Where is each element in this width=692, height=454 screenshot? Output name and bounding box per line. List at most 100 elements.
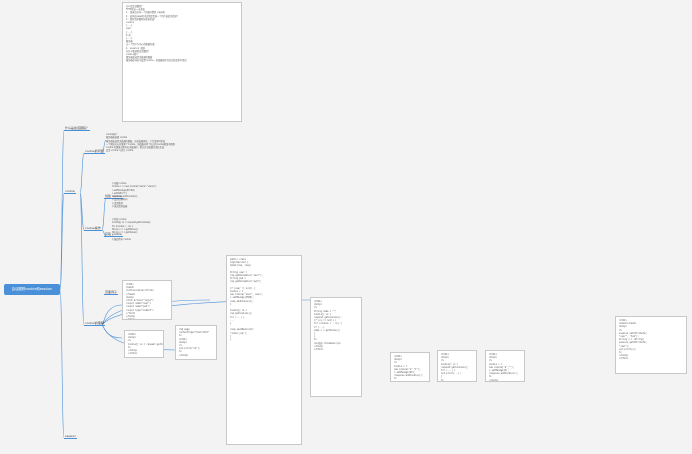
text-line: // 创建 cookie bbox=[112, 182, 127, 185]
text-line: <body> bbox=[128, 336, 136, 340]
text-line: "index.jsp"); bbox=[230, 331, 248, 335]
text-line: if (cs != null) { bbox=[314, 319, 337, 323]
text-line: <body> bbox=[441, 356, 449, 360]
text-line: </body> bbox=[489, 378, 499, 382]
text-line: Cookie[] cs = request.getCookies(); bbox=[128, 342, 163, 346]
text-line: <title>cookie</title> bbox=[126, 289, 154, 293]
topic-session[interactable]: session bbox=[64, 434, 78, 439]
text-line: response.addCookie(c); bbox=[489, 372, 518, 376]
text-line: cookie 的键值对保存在浏览器中，默认在浏览器关闭后失效 bbox=[106, 146, 165, 150]
text-line: } bbox=[230, 338, 232, 342]
text-line: for (...) { bbox=[230, 315, 245, 319]
text-line: resp.sendRedirect( bbox=[230, 328, 254, 332]
text-line: if (...) bbox=[314, 325, 325, 329]
text-line: </head> bbox=[126, 292, 136, 296]
text-line: session.getAttribute( bbox=[619, 341, 647, 345]
text-line: <head> bbox=[126, 286, 134, 290]
text-line: <% bbox=[314, 306, 317, 310]
text-line: <form action="login"> bbox=[126, 299, 154, 303]
text-line: 2. 如何在page页中识别是否同一个用户发起的请求？ bbox=[126, 14, 179, 18]
text-line: new Cookie("a","1"); bbox=[394, 367, 421, 371]
text-line: cookie简介 bbox=[106, 133, 118, 136]
note-page-html: <html><head><title>cookie</title></head>… bbox=[122, 280, 172, 320]
text-line: } bbox=[230, 322, 232, 326]
text-line: </html> bbox=[619, 357, 629, 361]
text-line: <% bbox=[489, 359, 492, 363]
topic-cookie[interactable]: cookie bbox=[64, 189, 76, 194]
topic-page-example[interactable]: 页面例子 bbox=[104, 290, 119, 295]
text-line: <html> bbox=[314, 300, 322, 303]
text-line: out.print(...); bbox=[441, 372, 461, 376]
text-line: String name = ""; bbox=[314, 309, 337, 313]
text-line: c.setMaxAge(60); bbox=[394, 371, 416, 375]
text-line: <body> bbox=[489, 356, 497, 360]
text-line: 3. 所有请求都带有登录状态？ bbox=[126, 17, 157, 21]
text-line: <head></head> bbox=[619, 322, 637, 326]
text-line: 服务器端创建 cookie bbox=[106, 136, 127, 140]
topic-get-cookie[interactable]: 获取 cookie bbox=[104, 232, 123, 237]
text-line: <% bbox=[128, 339, 131, 343]
text-line: } bbox=[441, 375, 443, 379]
text-line: 以一个用户为中心的数据存储 bbox=[126, 43, 155, 47]
text-line: 一个网站可以存储多个cookie，浏览器对单个站点的cookie数量有限制 bbox=[106, 142, 175, 146]
text-line: {...} bbox=[126, 30, 133, 34]
note-mid-jsp: <html><body><%String name = "";Cookie[] … bbox=[310, 297, 362, 397]
root-topic[interactable]: 会话跟踪cookie和session bbox=[4, 284, 60, 295]
text-line: </body> bbox=[394, 381, 426, 382]
text-line: <html> bbox=[619, 319, 627, 322]
text-line: %> bbox=[179, 334, 182, 338]
text-line: 服务器在响应中设置cookie，浏览器保存并在后续请求中带回 bbox=[126, 59, 187, 63]
text-line: %> bbox=[489, 375, 492, 379]
topic-cookie-problem[interactable]: cookie的问题 bbox=[84, 149, 105, 154]
text-line: req.getParameter("user"); bbox=[230, 274, 263, 278]
text-line: req.getParameter("pwd"); bbox=[230, 280, 262, 284]
text-line: 8 的 bbox=[126, 33, 131, 37]
text-line: %> bbox=[128, 345, 131, 349]
text-line: req.getCookies(); bbox=[230, 312, 253, 316]
text-line: String user = bbox=[230, 270, 248, 274]
text-line: %> bbox=[619, 351, 622, 355]
text-line: c.setMaxAge(3600); bbox=[230, 296, 254, 300]
text-line: doGet(req, resp) bbox=[230, 264, 252, 268]
text-line: for (...) { bbox=[441, 369, 456, 373]
text-line: } bbox=[314, 335, 316, 339]
text-line: } bbox=[230, 334, 232, 338]
text-line: new Cookie("user", user); bbox=[230, 293, 263, 297]
text-line: {...} bbox=[126, 24, 133, 28]
topic-cookie-ops[interactable]: cookie操作 bbox=[84, 226, 102, 231]
text-line: ... bbox=[230, 318, 234, 322]
text-line: Cookie c = bbox=[394, 364, 408, 368]
text-line: </html> bbox=[126, 318, 136, 320]
text-line: "user", "tom"); bbox=[619, 335, 639, 339]
text-line: <html> bbox=[489, 353, 497, 356]
text-line: name = c.getValue(); bbox=[314, 328, 341, 332]
note-right-2: <html><body><%Cookie[] cs =request.getCo… bbox=[437, 350, 477, 382]
topic-what-is-session-tracking[interactable]: 什么是会话跟踪？ bbox=[64, 126, 91, 131]
text-line: </form> bbox=[126, 311, 136, 315]
topic-create-cookie[interactable]: 创建 cookie bbox=[104, 194, 123, 199]
text-line: {...} bbox=[126, 37, 133, 41]
text-line: String pwd = bbox=[230, 277, 246, 281]
text-line: request.getCookies(); bbox=[314, 316, 342, 320]
text-line: </body> bbox=[619, 354, 629, 358]
topic-cookie-understanding[interactable]: cookie的理解 bbox=[84, 321, 105, 326]
text-line: // 遍历所有 cookie bbox=[112, 237, 131, 241]
text-line: <html> bbox=[441, 353, 449, 356]
text-line: out.print(u); bbox=[619, 347, 637, 351]
text-line: </body> bbox=[179, 353, 189, 357]
text-line: <html> bbox=[128, 333, 136, 336]
text-line: c.setMaxAge(0); bbox=[489, 369, 509, 373]
text-line: <p>欢迎 <%=name%></p> bbox=[314, 341, 341, 345]
text-line: LoginServlet { bbox=[230, 261, 249, 265]
text-line: <body> bbox=[619, 325, 627, 329]
note-right-3: <html><body><%Cookie c =new Cookie("a","… bbox=[485, 350, 525, 382]
text-line: <body> bbox=[126, 295, 134, 299]
text-line: 4. session 机制 bbox=[126, 46, 145, 50]
text-line: if (user != null) { bbox=[230, 286, 256, 290]
text-line: cookie bbox=[126, 21, 134, 25]
